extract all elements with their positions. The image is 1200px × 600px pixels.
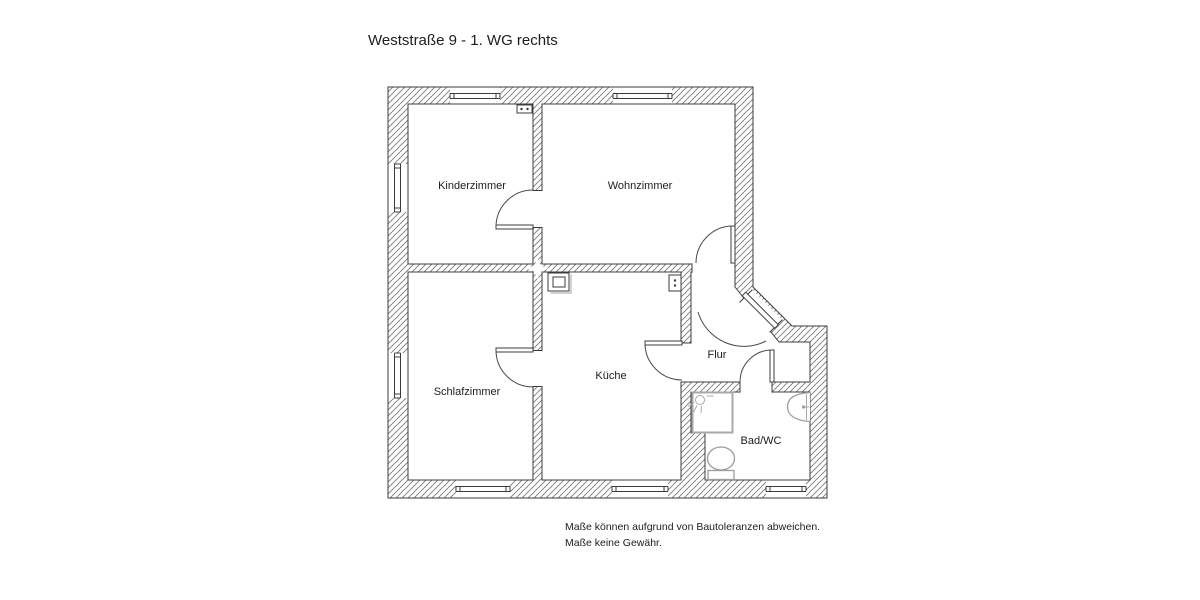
door-wohnzimmer-flur [691, 225, 736, 273]
disclaimer-line-2: Maße keine Gewähr. [565, 537, 662, 549]
stove-icon [547, 272, 572, 294]
room-label-schlafzimmer: Schlafzimmer [434, 386, 501, 398]
outlet-box-icon [516, 104, 533, 114]
shower-icon [687, 391, 734, 434]
room-label-bad-wc: Bad/WC [741, 435, 782, 447]
wall-junction-star [526, 257, 549, 280]
entrance-door [697, 289, 783, 347]
window-bottom-kueche [611, 480, 669, 498]
door-kueche-flur [644, 340, 692, 383]
door-schlafzimmer [495, 347, 543, 388]
window-bottom-schlafzimmer [455, 480, 511, 498]
window-top-wohnzimmer [612, 87, 673, 104]
room-label-wohnzimmer: Wohnzimmer [608, 180, 673, 192]
room-schlafzimmer [407, 271, 534, 481]
window-left-schlafzimmer [388, 352, 408, 399]
room-kinderzimmer [407, 103, 534, 265]
washbasin-icon [786, 391, 811, 423]
window-bottom-bad [765, 480, 807, 498]
room-label-kueche: Küche [595, 370, 626, 382]
door-kinderzimmer [495, 189, 543, 230]
toilet-icon [706, 446, 736, 481]
outlet-box-icon [668, 274, 682, 292]
room-label-flur: Flur [708, 349, 727, 361]
exterior-outline [387, 86, 828, 499]
room-label-kinderzimmer: Kinderzimmer [438, 180, 506, 192]
room-wohnzimmer [541, 103, 736, 265]
disclaimer-line-1: Maße können aufgrund von Bautoleranzen a… [565, 521, 820, 533]
window-left-kinderzimmer [388, 163, 408, 213]
window-top-kinderzimmer [449, 87, 501, 104]
door-flur-bad [739, 349, 775, 393]
room-flur [690, 271, 811, 383]
page-title: Weststraße 9 - 1. WG rechts [368, 32, 558, 49]
